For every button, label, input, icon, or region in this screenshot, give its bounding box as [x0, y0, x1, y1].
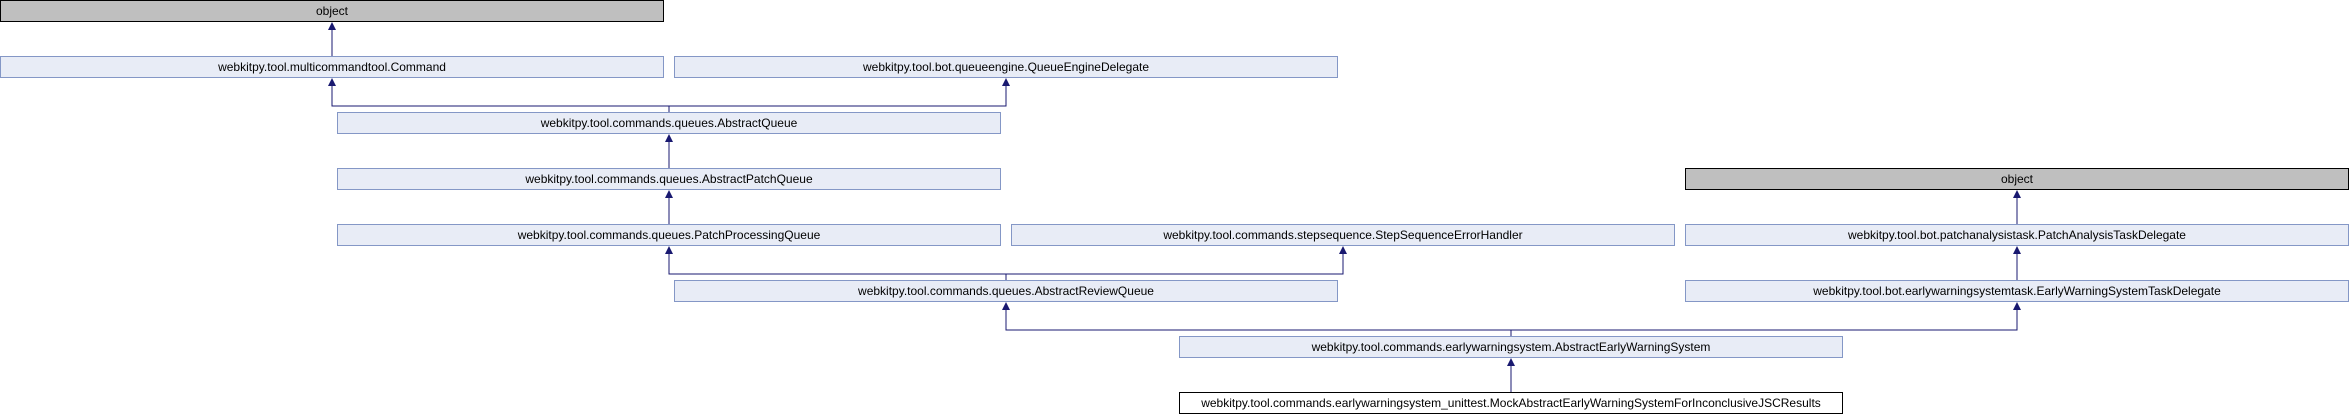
inheritance-arrow [1005, 246, 1347, 280]
node-queue-engine-delegate[interactable]: webkitpy.tool.bot.queueengine.QueueEngin… [674, 56, 1338, 78]
node-abstract-early-warning-system[interactable]: webkitpy.tool.commands.earlywarningsyste… [1179, 336, 1843, 358]
node-patch-processing-queue[interactable]: webkitpy.tool.commands.queues.PatchProce… [337, 224, 1001, 246]
node-command[interactable]: webkitpy.tool.multicommandtool.Command [0, 56, 664, 78]
inheritance-arrow [665, 246, 1007, 280]
inheritance-arrow [1002, 302, 1512, 336]
node-object: object [0, 0, 664, 22]
inheritance-arrow [328, 78, 670, 112]
node-step-sequence-error-handler[interactable]: webkitpy.tool.commands.stepsequence.Step… [1011, 224, 1675, 246]
node-abstract-patch-queue[interactable]: webkitpy.tool.commands.queues.AbstractPa… [337, 168, 1001, 190]
node-abstract-review-queue[interactable]: webkitpy.tool.commands.queues.AbstractRe… [674, 280, 1338, 302]
node-object-secondary: object [1685, 168, 2349, 190]
node-early-warning-system-task-delegate[interactable]: webkitpy.tool.bot.earlywarningsystemtask… [1685, 280, 2349, 302]
node-patch-analysis-task-delegate[interactable]: webkitpy.tool.bot.patchanalysistask.Patc… [1685, 224, 2349, 246]
node-mock-early-warning-system: webkitpy.tool.commands.earlywarningsyste… [1179, 392, 1843, 414]
node-abstract-queue[interactable]: webkitpy.tool.commands.queues.AbstractQu… [337, 112, 1001, 134]
inheritance-arrow [668, 78, 1010, 112]
inheritance-arrow [1510, 302, 2021, 336]
